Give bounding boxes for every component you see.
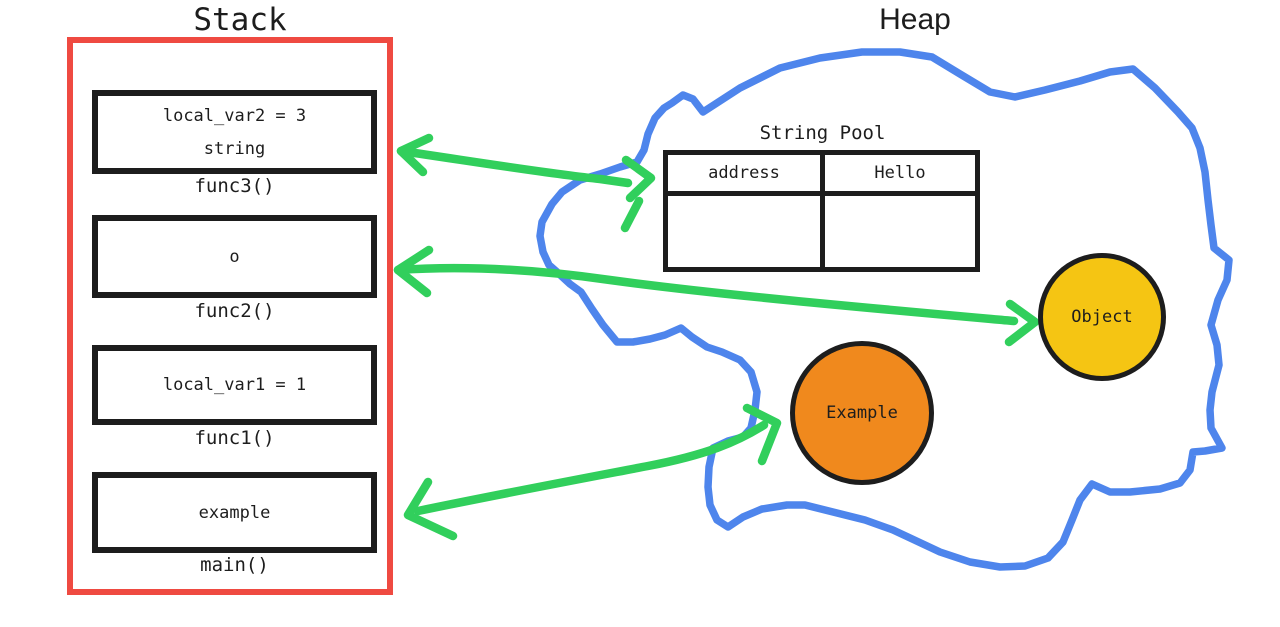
arrowhead-right-chevron [742,403,782,466]
arrow-tail-stroke [620,196,644,233]
string-pool-header-value: Hello [825,155,975,196]
stack-frame-func1-box: local_var1 = 1 [92,345,377,425]
arrowhead-right-chevron [621,155,656,203]
stack-frame-func2-caption: func2() [194,300,275,322]
frame-var-line: string [203,138,266,159]
stack-frame-func1-caption: func1() [194,427,275,449]
heap-example-circle: Example [790,341,934,485]
stack-container [67,37,393,595]
stack-frame-main-box: example [92,472,377,553]
arrow-line [396,146,633,188]
arrow-stringpool-to-func3 [396,133,656,233]
heap-blob-outline [536,48,1233,571]
string-pool-header-address: address [668,155,825,196]
stack-frame-func3-box: local_var2 = 3 string [92,90,377,174]
heap-object-label: Object [1071,307,1133,327]
heap-title: Heap [879,3,951,36]
arrowhead-left [393,245,434,298]
stack-frame-main-caption: main() [200,554,269,576]
heap-object-circle: Object [1038,253,1166,381]
frame-var-line: local_var2 = 3 [162,105,307,126]
string-pool-title: String Pool [759,122,886,144]
stack-frame-func2-box: o [92,215,377,298]
arrowhead-left [403,477,458,541]
stack-title: Stack [193,2,287,38]
arrow-object-to-func2 [393,245,1040,347]
arrow-example-to-main [403,403,782,541]
frame-var-line: example [198,502,271,523]
string-pool-table: address Hello [663,150,980,272]
arrow-line [393,263,1019,326]
arrowhead-right-chevron [1004,299,1040,347]
arrowhead-left [396,133,434,177]
heap-example-label: Example [826,403,898,423]
stack-frame-func3-caption: func3() [194,175,275,197]
arrow-line [413,420,769,516]
frame-var-line: o [229,246,240,267]
string-pool-cell-empty [825,196,975,267]
string-pool-cell-empty [668,196,825,267]
frame-var-line: local_var1 = 1 [162,375,307,395]
